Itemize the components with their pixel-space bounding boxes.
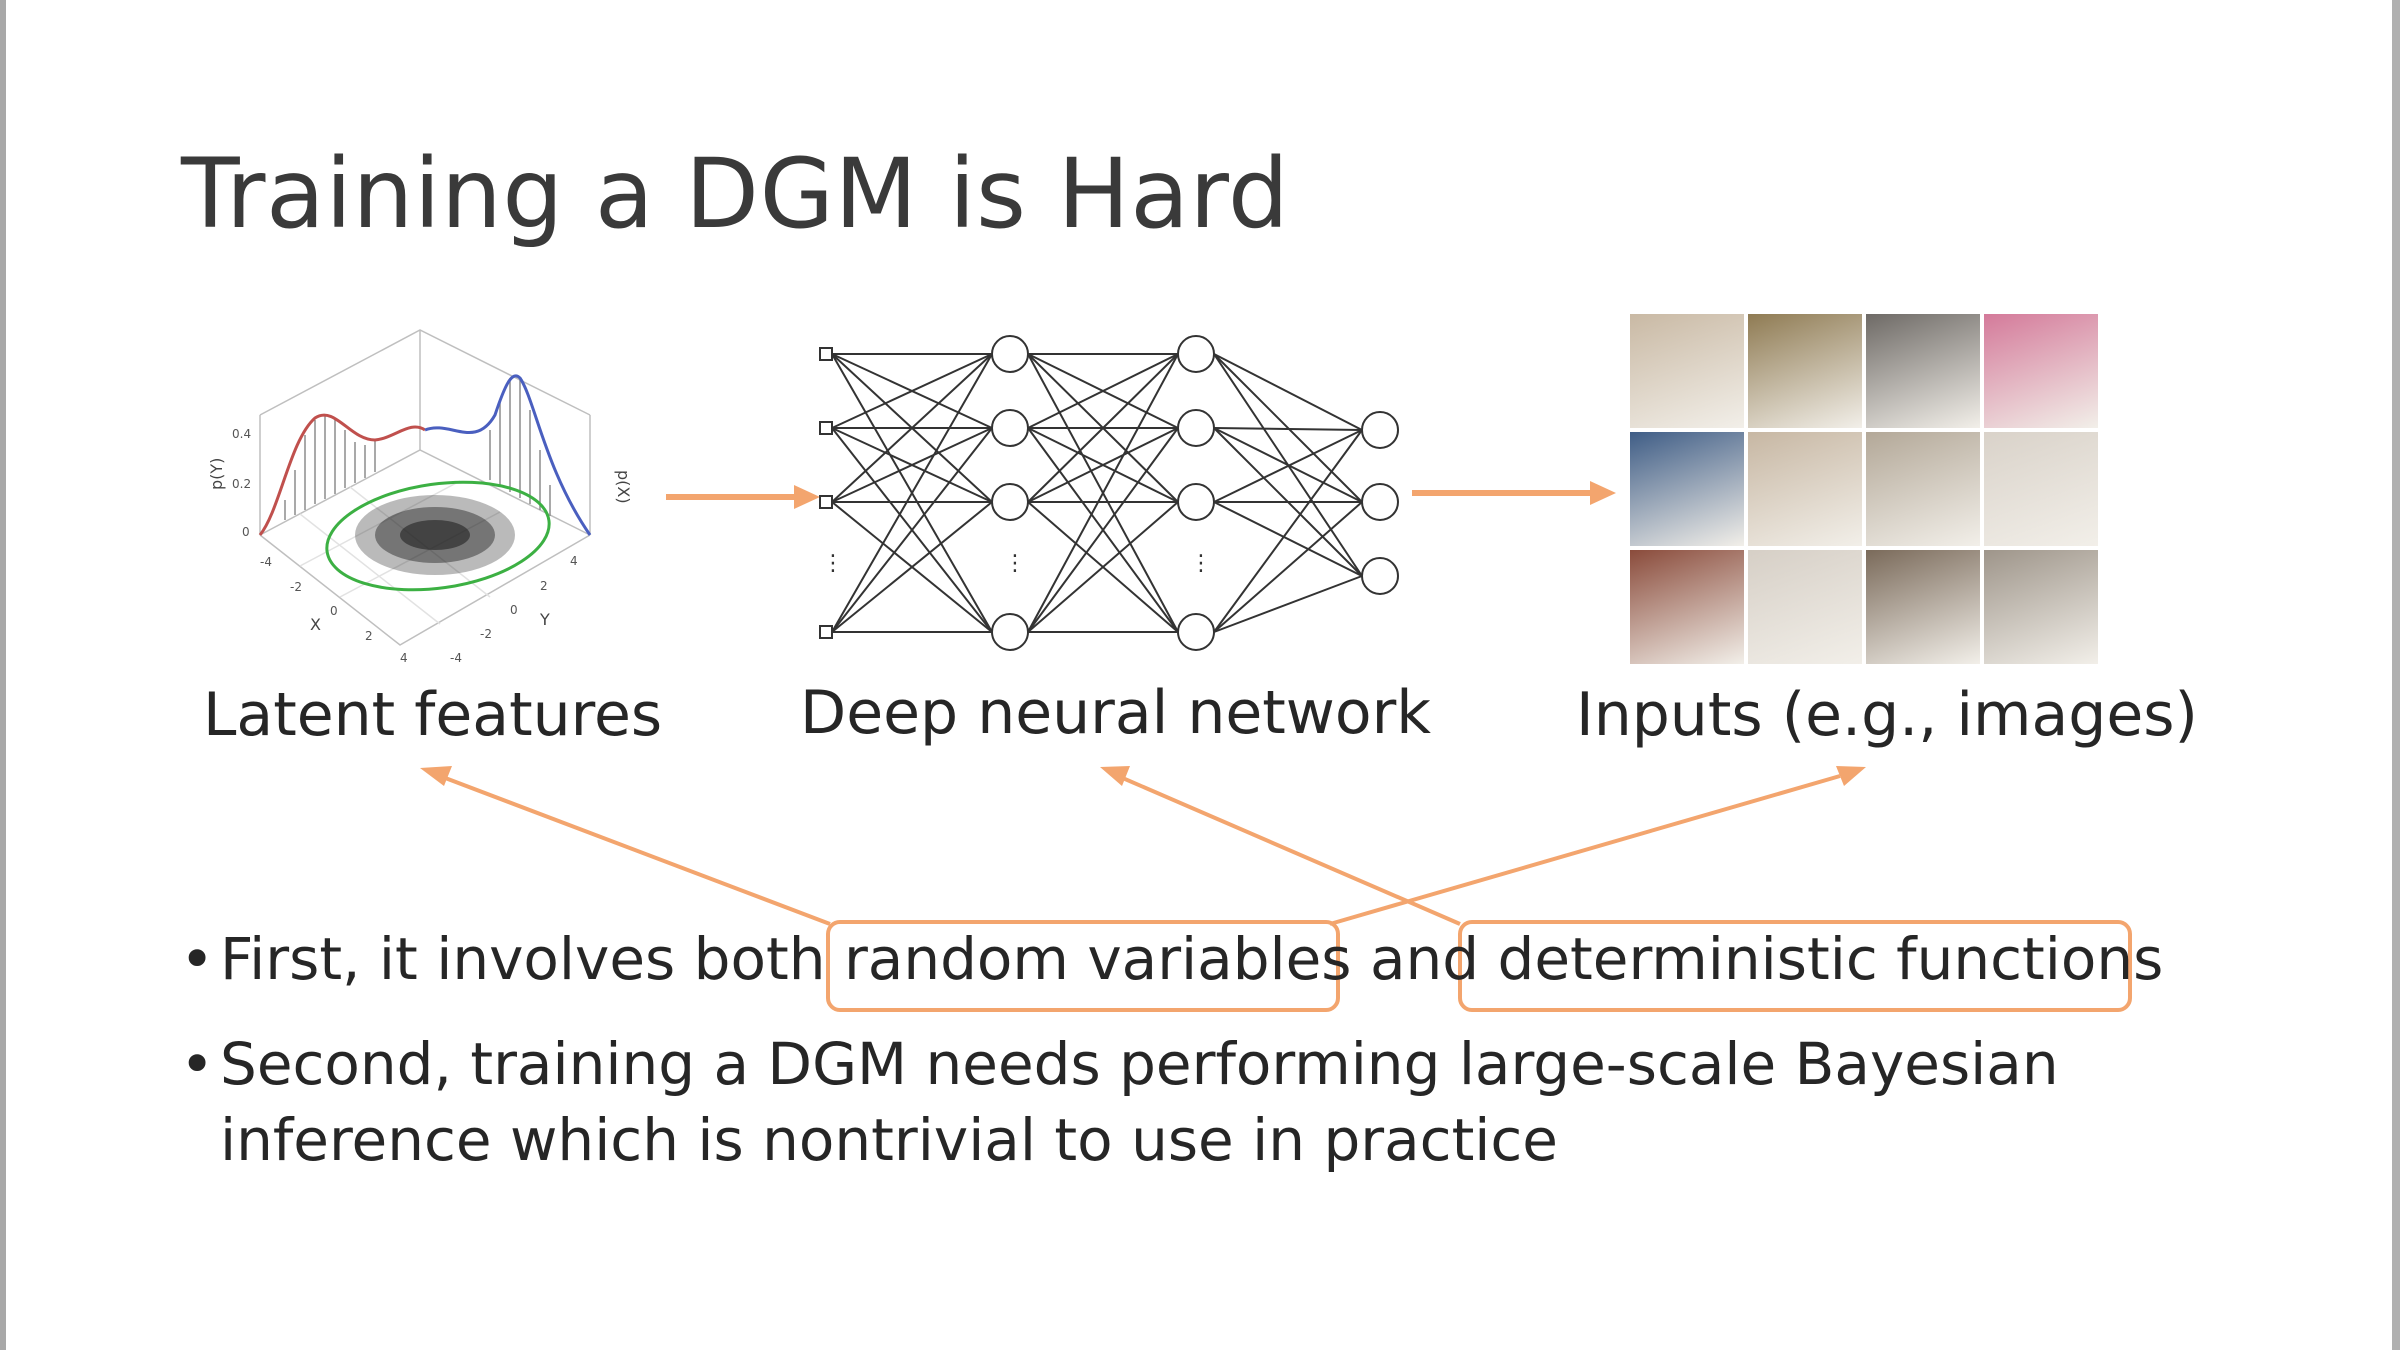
arrowhead-to-inputs: [1836, 766, 1866, 786]
image-thumbnail: [1866, 432, 1980, 546]
bullet-2-continuation: inference which is nontrivial to use in …: [220, 1106, 1558, 1174]
network-edge: [831, 427, 993, 503]
svg-text:0: 0: [242, 525, 250, 539]
caption-deep-neural-network: Deep neural network: [800, 678, 1431, 748]
arrow-latent-to-network: [666, 485, 820, 509]
caption-latent-features: Latent features: [203, 680, 663, 750]
input-node: [819, 421, 833, 435]
highlight-random-variables: [826, 920, 1340, 1012]
bullet-dot: •: [180, 1030, 215, 1098]
svg-text:0: 0: [330, 604, 338, 618]
network-edge: [1027, 427, 1179, 503]
latent-features-plot: p(Y) p(X) 0.4 0.2 0 -4 -2 0 2 4 4 2 0 -2…: [207, 329, 633, 665]
hidden2-ellipsis: ⋮: [1190, 551, 1212, 576]
svg-text:2: 2: [365, 629, 373, 643]
slide-title: Training a DGM is Hard: [181, 138, 1290, 250]
image-thumbnail: [1984, 550, 2098, 664]
caption-inputs: Inputs (e.g., images): [1576, 680, 2198, 750]
network-edge: [831, 427, 993, 633]
output-node: [1361, 557, 1399, 595]
svg-text:2: 2: [540, 579, 548, 593]
svg-text:0: 0: [510, 603, 518, 617]
image-thumbnail: [1630, 550, 1744, 664]
hidden-node: [1177, 613, 1215, 651]
svg-text:0.2: 0.2: [232, 477, 251, 491]
network-edge: [1213, 429, 1363, 503]
image-thumbnail: [1748, 432, 1862, 546]
image-thumbnail: [1748, 550, 1862, 664]
image-thumbnail: [1866, 550, 1980, 664]
svg-text:p(X): p(X): [614, 470, 633, 504]
output-node: [1361, 411, 1399, 449]
hidden-node: [991, 409, 1029, 447]
input-node: [819, 495, 833, 509]
hidden-node: [1177, 409, 1215, 447]
image-thumbnail: [1630, 432, 1744, 546]
network-edge: [1213, 429, 1363, 633]
sample-images-grid: [1630, 314, 2098, 664]
network-edge: [1027, 353, 1179, 429]
network-edge: [1213, 575, 1363, 633]
bullet-dot: •: [180, 925, 215, 993]
svg-text:0.4: 0.4: [232, 427, 251, 441]
network-edge: [1027, 427, 1179, 633]
arrowhead-to-network: [1100, 766, 1130, 786]
input-node: [819, 625, 833, 639]
svg-text:4: 4: [570, 554, 578, 568]
image-thumbnail: [1748, 314, 1862, 428]
network-edge: [1213, 427, 1363, 431]
input-ellipsis: ⋮: [822, 551, 844, 576]
network-edge: [1027, 501, 1179, 633]
svg-text:4: 4: [400, 651, 408, 665]
svg-text:-4: -4: [260, 555, 272, 569]
svg-text:p(Y): p(Y): [207, 458, 226, 490]
hidden1-ellipsis: ⋮: [1004, 551, 1026, 576]
network-edge: [831, 501, 993, 633]
arrow-network-to-inputs: [1412, 481, 1616, 505]
window-right-border: [2392, 0, 2400, 1350]
network-edge: [831, 353, 993, 503]
svg-text:-2: -2: [290, 580, 302, 594]
image-thumbnail: [1984, 432, 2098, 546]
network-edge: [831, 353, 993, 633]
network-edge: [1027, 353, 1179, 503]
svg-text:-2: -2: [480, 627, 492, 641]
network-edge: [1027, 353, 1179, 633]
hidden-node: [991, 335, 1029, 373]
svg-text:-4: -4: [450, 651, 462, 665]
term-deterministic-functions: deterministic functions: [1497, 925, 2164, 993]
network-edge: [1213, 353, 1363, 431]
hidden-node: [991, 613, 1029, 651]
network-edge: [831, 353, 993, 429]
bullet-1: •First, it involves both random variable…: [180, 925, 2164, 993]
arrowhead-to-latent: [420, 766, 452, 786]
image-thumbnail: [1866, 314, 1980, 428]
image-thumbnail: [1984, 314, 2098, 428]
network-edge: [1213, 501, 1363, 577]
hidden-node: [1177, 483, 1215, 521]
neural-network-diagram: ⋮ ⋮ ⋮: [819, 335, 1399, 651]
bullet-2: •Second, training a DGM needs performing…: [180, 1030, 2059, 1098]
input-node: [819, 347, 833, 361]
svg-text:X: X: [310, 615, 321, 634]
network-edge: [1213, 501, 1363, 633]
svg-text:Y: Y: [539, 610, 550, 629]
hidden-node: [991, 483, 1029, 521]
image-thumbnail: [1630, 314, 1744, 428]
output-node: [1361, 483, 1399, 521]
window-left-border: [0, 0, 6, 1350]
hidden-node: [1177, 335, 1215, 373]
term-random-variables: random variables: [843, 925, 1352, 993]
